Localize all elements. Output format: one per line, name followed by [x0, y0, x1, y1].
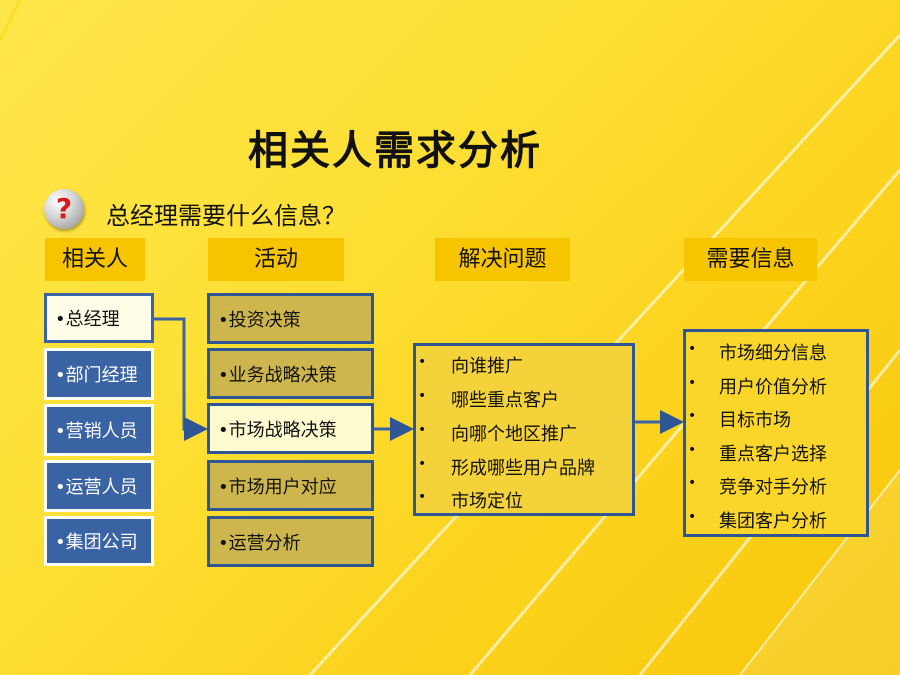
info-item: 集团客户分析 [719, 511, 827, 532]
activity-label: •市场战略决策 [218, 419, 337, 441]
bullet-icon: • [688, 375, 697, 391]
bullet-icon: • [688, 475, 697, 491]
header-activities: 活动 [208, 238, 344, 281]
problem-item: 向哪个地区推广 [451, 424, 577, 445]
person-marketing-staff: •营销人员 [44, 404, 154, 456]
header-problems: 解决问题 [435, 238, 570, 281]
header-people: 相关人 [45, 238, 145, 281]
person-label: •营销人员 [55, 421, 138, 442]
bullet-icon: • [418, 456, 427, 472]
activity-operations-analysis: •运营分析 [207, 516, 374, 567]
person-label: •部门经理 [55, 365, 138, 386]
person-department-manager: •部门经理 [44, 348, 154, 400]
needed-info-box: • 市场细分信息 • 用户价值分析 • 目标市场 • 重点客户选择 • 竞争对手… [683, 329, 869, 537]
problem-item: 市场定位 [451, 491, 523, 512]
activity-business-strategy: •业务战略决策 [207, 348, 374, 399]
activity-market-users: •市场用户对应 [207, 460, 374, 511]
problem-item: 向谁推广 [451, 356, 523, 377]
activity-label: •投资决策 [218, 309, 301, 331]
person-label: •总经理 [55, 309, 120, 330]
person-label: •集团公司 [55, 532, 138, 553]
problem-item: 形成哪些用户品牌 [451, 458, 595, 479]
person-group-company: •集团公司 [44, 516, 154, 566]
problem-item: 哪些重点客户 [451, 390, 559, 411]
question-text: 总经理需要什么信息？ [106, 202, 346, 230]
bullet-icon: • [688, 408, 697, 424]
activity-investment: •投资决策 [207, 293, 374, 344]
bullet-icon: • [688, 341, 697, 357]
bullet-icon: • [418, 354, 427, 370]
info-item: 竞争对手分析 [719, 477, 827, 498]
person-label: •运营人员 [55, 477, 138, 498]
info-item: 市场细分信息 [719, 343, 827, 364]
activity-label: •市场用户对应 [218, 476, 337, 498]
person-operations-staff: •运营人员 [44, 460, 154, 512]
activity-label: •业务战略决策 [218, 364, 337, 386]
question-mark-icon: ? [44, 189, 84, 229]
problems-box: • 向谁推广 • 哪些重点客户 • 向哪个地区推广 • 形成哪些用户品牌 • 市… [413, 343, 635, 516]
bullet-icon: • [418, 489, 427, 505]
bullet-icon: • [688, 509, 697, 525]
page-title: 相关人需求分析 [248, 128, 542, 174]
info-item: 目标市场 [719, 410, 791, 431]
person-general-manager: •总经理 [44, 293, 154, 343]
activity-label: •运营分析 [218, 532, 301, 554]
bullet-icon: • [418, 422, 427, 438]
bullet-icon: • [418, 388, 427, 404]
header-needed-info: 需要信息 [684, 238, 817, 281]
activity-market-strategy: •市场战略决策 [207, 403, 374, 454]
bullet-icon: • [688, 442, 697, 458]
info-item: 用户价值分析 [719, 377, 827, 398]
info-item: 重点客户选择 [719, 444, 827, 465]
